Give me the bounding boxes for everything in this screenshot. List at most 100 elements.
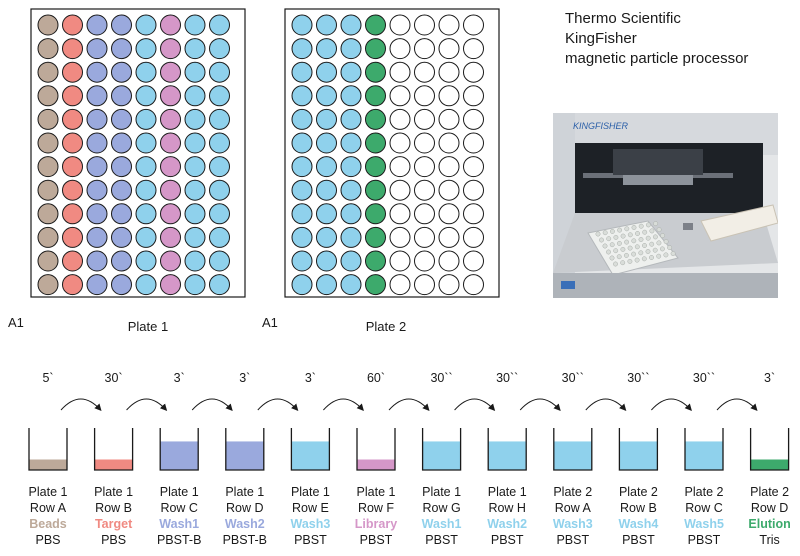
plate-well xyxy=(316,61,337,83)
photo-well xyxy=(620,246,626,252)
step-tube xyxy=(356,428,396,471)
plate-well xyxy=(209,61,230,83)
plate-well xyxy=(62,226,83,248)
plate-well xyxy=(389,14,411,36)
plate-label: Plate 2 xyxy=(366,319,406,334)
tip-comb-rack xyxy=(700,204,778,242)
instrument-magnet-head xyxy=(613,149,703,175)
plate-well xyxy=(160,250,181,272)
step-reagent-label: Wash4 xyxy=(618,517,658,531)
plate-well xyxy=(160,85,181,107)
plate-well xyxy=(463,38,484,60)
photo-well xyxy=(635,231,640,236)
plate-well xyxy=(160,203,181,225)
plate-well xyxy=(463,156,484,178)
plate-well xyxy=(160,156,181,178)
plate-well xyxy=(209,179,230,201)
step-row-label: Row D xyxy=(751,501,789,515)
plate-well xyxy=(209,38,230,60)
photo-well xyxy=(638,250,644,256)
plate-well xyxy=(438,250,460,272)
plate-well xyxy=(135,226,157,248)
photo-well xyxy=(627,245,633,251)
plate-well xyxy=(86,61,108,83)
photo-well xyxy=(609,242,615,248)
plate-well xyxy=(389,61,411,83)
photo-well xyxy=(595,231,601,237)
step-reagent-label: Target xyxy=(95,517,133,531)
photo-well xyxy=(670,251,676,257)
step-buffer-label: PBST xyxy=(491,533,524,547)
plate-well xyxy=(316,38,337,60)
plate-well xyxy=(111,85,132,107)
plate-well xyxy=(389,179,411,201)
plate-well xyxy=(135,108,157,130)
plate-well xyxy=(111,61,132,83)
plate-corner-label: A1 xyxy=(262,315,278,330)
photo-well xyxy=(656,240,662,246)
plate-well xyxy=(111,250,132,272)
photo-well xyxy=(653,221,659,227)
plate-well xyxy=(135,14,157,36)
plate-well xyxy=(463,132,484,154)
plate-well xyxy=(340,108,362,130)
plate-well xyxy=(62,85,83,107)
step-row-label: Row E xyxy=(292,501,329,515)
photo-well xyxy=(663,239,669,245)
plate-well xyxy=(463,14,484,36)
plate-well xyxy=(160,179,181,201)
plate-well xyxy=(365,203,386,225)
plate-well xyxy=(291,61,313,83)
photo-well xyxy=(659,246,665,252)
plate-well xyxy=(209,156,230,178)
plate-well xyxy=(184,132,206,154)
step-time-label: 30` xyxy=(105,371,123,385)
plate-well xyxy=(438,14,460,36)
transfer-arrow xyxy=(323,398,364,412)
plate-well xyxy=(86,85,108,107)
plate-well xyxy=(463,274,484,296)
step-time-label: 30`` xyxy=(496,371,518,385)
plate-well xyxy=(463,108,484,130)
step-plate-label: Plate 1 xyxy=(160,485,199,499)
plate-well xyxy=(135,61,157,83)
step-reagent-label: Wash2 xyxy=(487,517,527,531)
plate-well xyxy=(438,38,460,60)
plate-well xyxy=(291,203,313,225)
plate-well xyxy=(389,250,411,272)
plate-well xyxy=(209,250,230,272)
plate-well xyxy=(37,14,59,36)
step-liquid xyxy=(685,441,723,470)
plate-well xyxy=(365,61,386,83)
step-plate-label: Plate 1 xyxy=(488,485,527,499)
plate-well xyxy=(340,203,362,225)
step-row-label: Row C xyxy=(160,501,198,515)
plate-well xyxy=(291,274,313,296)
step-row-label: Row D xyxy=(226,501,264,515)
plate-well xyxy=(86,274,108,296)
plate-well xyxy=(463,85,484,107)
photo-well xyxy=(606,249,611,255)
step-row-label: Row A xyxy=(30,501,67,515)
step-liquid xyxy=(553,441,592,470)
step-time-label: 3` xyxy=(239,371,250,385)
plate-well xyxy=(111,38,132,60)
step-plate-label: Plate 2 xyxy=(553,485,592,499)
plate-well xyxy=(414,156,435,178)
photo-well xyxy=(642,229,648,235)
plate-well xyxy=(340,14,362,36)
step-reagent-label: Beads xyxy=(29,517,67,531)
plate-well xyxy=(62,274,83,296)
transfer-arrow xyxy=(257,398,299,412)
plate-well xyxy=(414,85,435,107)
step-time-label: 30`` xyxy=(693,371,715,385)
photo-well xyxy=(649,255,654,260)
photo-well xyxy=(623,252,629,258)
transfer-arrow xyxy=(191,398,233,412)
plate-well xyxy=(389,38,411,60)
photo-well xyxy=(624,239,630,245)
plate-well xyxy=(160,61,181,83)
